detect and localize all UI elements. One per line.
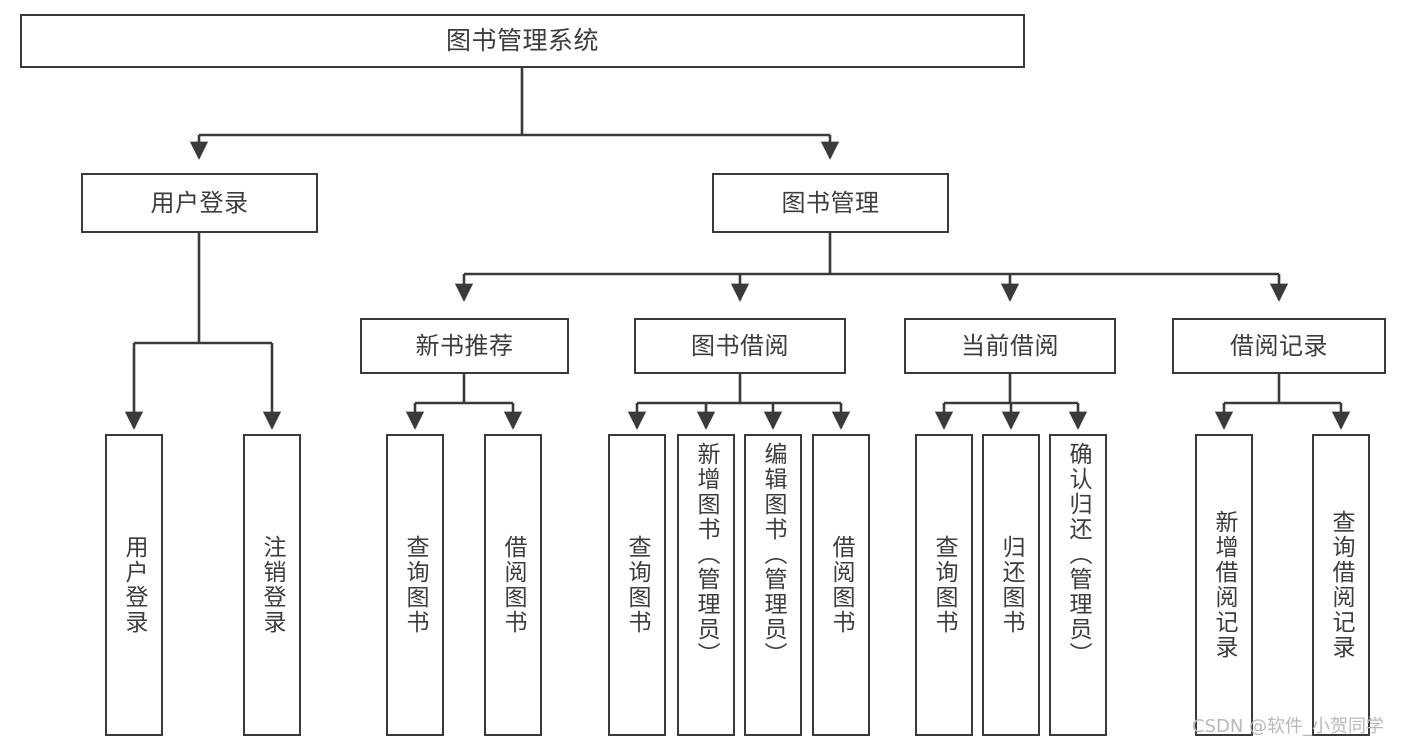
node-leaf-borrow-book[interactable]: 借阅图书 xyxy=(812,434,870,736)
node-borrow-record[interactable]: 借阅记录 xyxy=(1172,318,1386,374)
node-user-login[interactable]: 用户登录 xyxy=(81,173,318,233)
node-book-borrow-label: 图书借阅 xyxy=(691,331,789,360)
csdn-watermark: CSDN @软件_小贺同学 xyxy=(1192,716,1385,737)
node-leaf-query-book-borrow[interactable]: 查询图书 xyxy=(608,434,666,736)
node-root-system-label: 图书管理系统 xyxy=(445,26,599,56)
node-new-book-recommend[interactable]: 新书推荐 xyxy=(360,318,569,374)
node-leaf-query-book-current[interactable]: 查询图书 xyxy=(915,434,973,736)
node-new-book-recommend-label: 新书推荐 xyxy=(415,331,514,360)
node-book-borrow[interactable]: 图书借阅 xyxy=(634,318,846,374)
node-leaf-confirm-return-admin[interactable]: 确认归还（管理员） xyxy=(1049,434,1107,736)
node-leaf-query-book-recommend-label: 查询图书 xyxy=(402,535,429,635)
node-leaf-query-book-current-label: 查询图书 xyxy=(931,535,958,635)
node-leaf-query-borrow-record-label: 查询借阅记录 xyxy=(1328,510,1355,660)
node-current-borrow[interactable]: 当前借阅 xyxy=(904,318,1116,374)
node-leaf-return-book-label: 归还图书 xyxy=(998,535,1025,635)
node-leaf-logout[interactable]: 注销登录 xyxy=(243,434,301,736)
node-leaf-add-book-admin[interactable]: 新增图书（管理员） xyxy=(677,434,735,736)
node-leaf-query-book-borrow-label: 查询图书 xyxy=(624,535,651,635)
node-leaf-return-book[interactable]: 归还图书 xyxy=(982,434,1040,736)
node-root-system[interactable]: 图书管理系统 xyxy=(20,14,1025,68)
node-leaf-query-borrow-record[interactable]: 查询借阅记录 xyxy=(1312,434,1370,736)
node-leaf-edit-book-admin-label: 编辑图书（管理员） xyxy=(760,442,787,667)
node-leaf-user-login[interactable]: 用户登录 xyxy=(105,434,163,736)
node-leaf-borrow-book-recommend[interactable]: 借阅图书 xyxy=(484,434,542,736)
node-leaf-add-borrow-record-label: 新增借阅记录 xyxy=(1211,510,1238,660)
node-leaf-confirm-return-admin-label: 确认归还（管理员） xyxy=(1065,442,1092,667)
node-leaf-borrow-book-label: 借阅图书 xyxy=(828,535,855,635)
node-book-management[interactable]: 图书管理 xyxy=(712,173,949,233)
node-user-login-label: 用户登录 xyxy=(150,188,249,217)
node-leaf-add-book-admin-label: 新增图书（管理员） xyxy=(693,442,720,667)
node-leaf-logout-label: 注销登录 xyxy=(259,535,286,635)
node-leaf-user-login-label: 用户登录 xyxy=(121,535,148,635)
node-current-borrow-label: 当前借阅 xyxy=(961,331,1059,360)
node-book-management-label: 图书管理 xyxy=(781,188,880,217)
node-leaf-borrow-book-recommend-label: 借阅图书 xyxy=(500,535,527,635)
node-borrow-record-label: 借阅记录 xyxy=(1230,331,1328,360)
node-leaf-edit-book-admin[interactable]: 编辑图书（管理员） xyxy=(744,434,802,736)
node-leaf-add-borrow-record[interactable]: 新增借阅记录 xyxy=(1195,434,1253,736)
node-leaf-query-book-recommend[interactable]: 查询图书 xyxy=(386,434,444,736)
